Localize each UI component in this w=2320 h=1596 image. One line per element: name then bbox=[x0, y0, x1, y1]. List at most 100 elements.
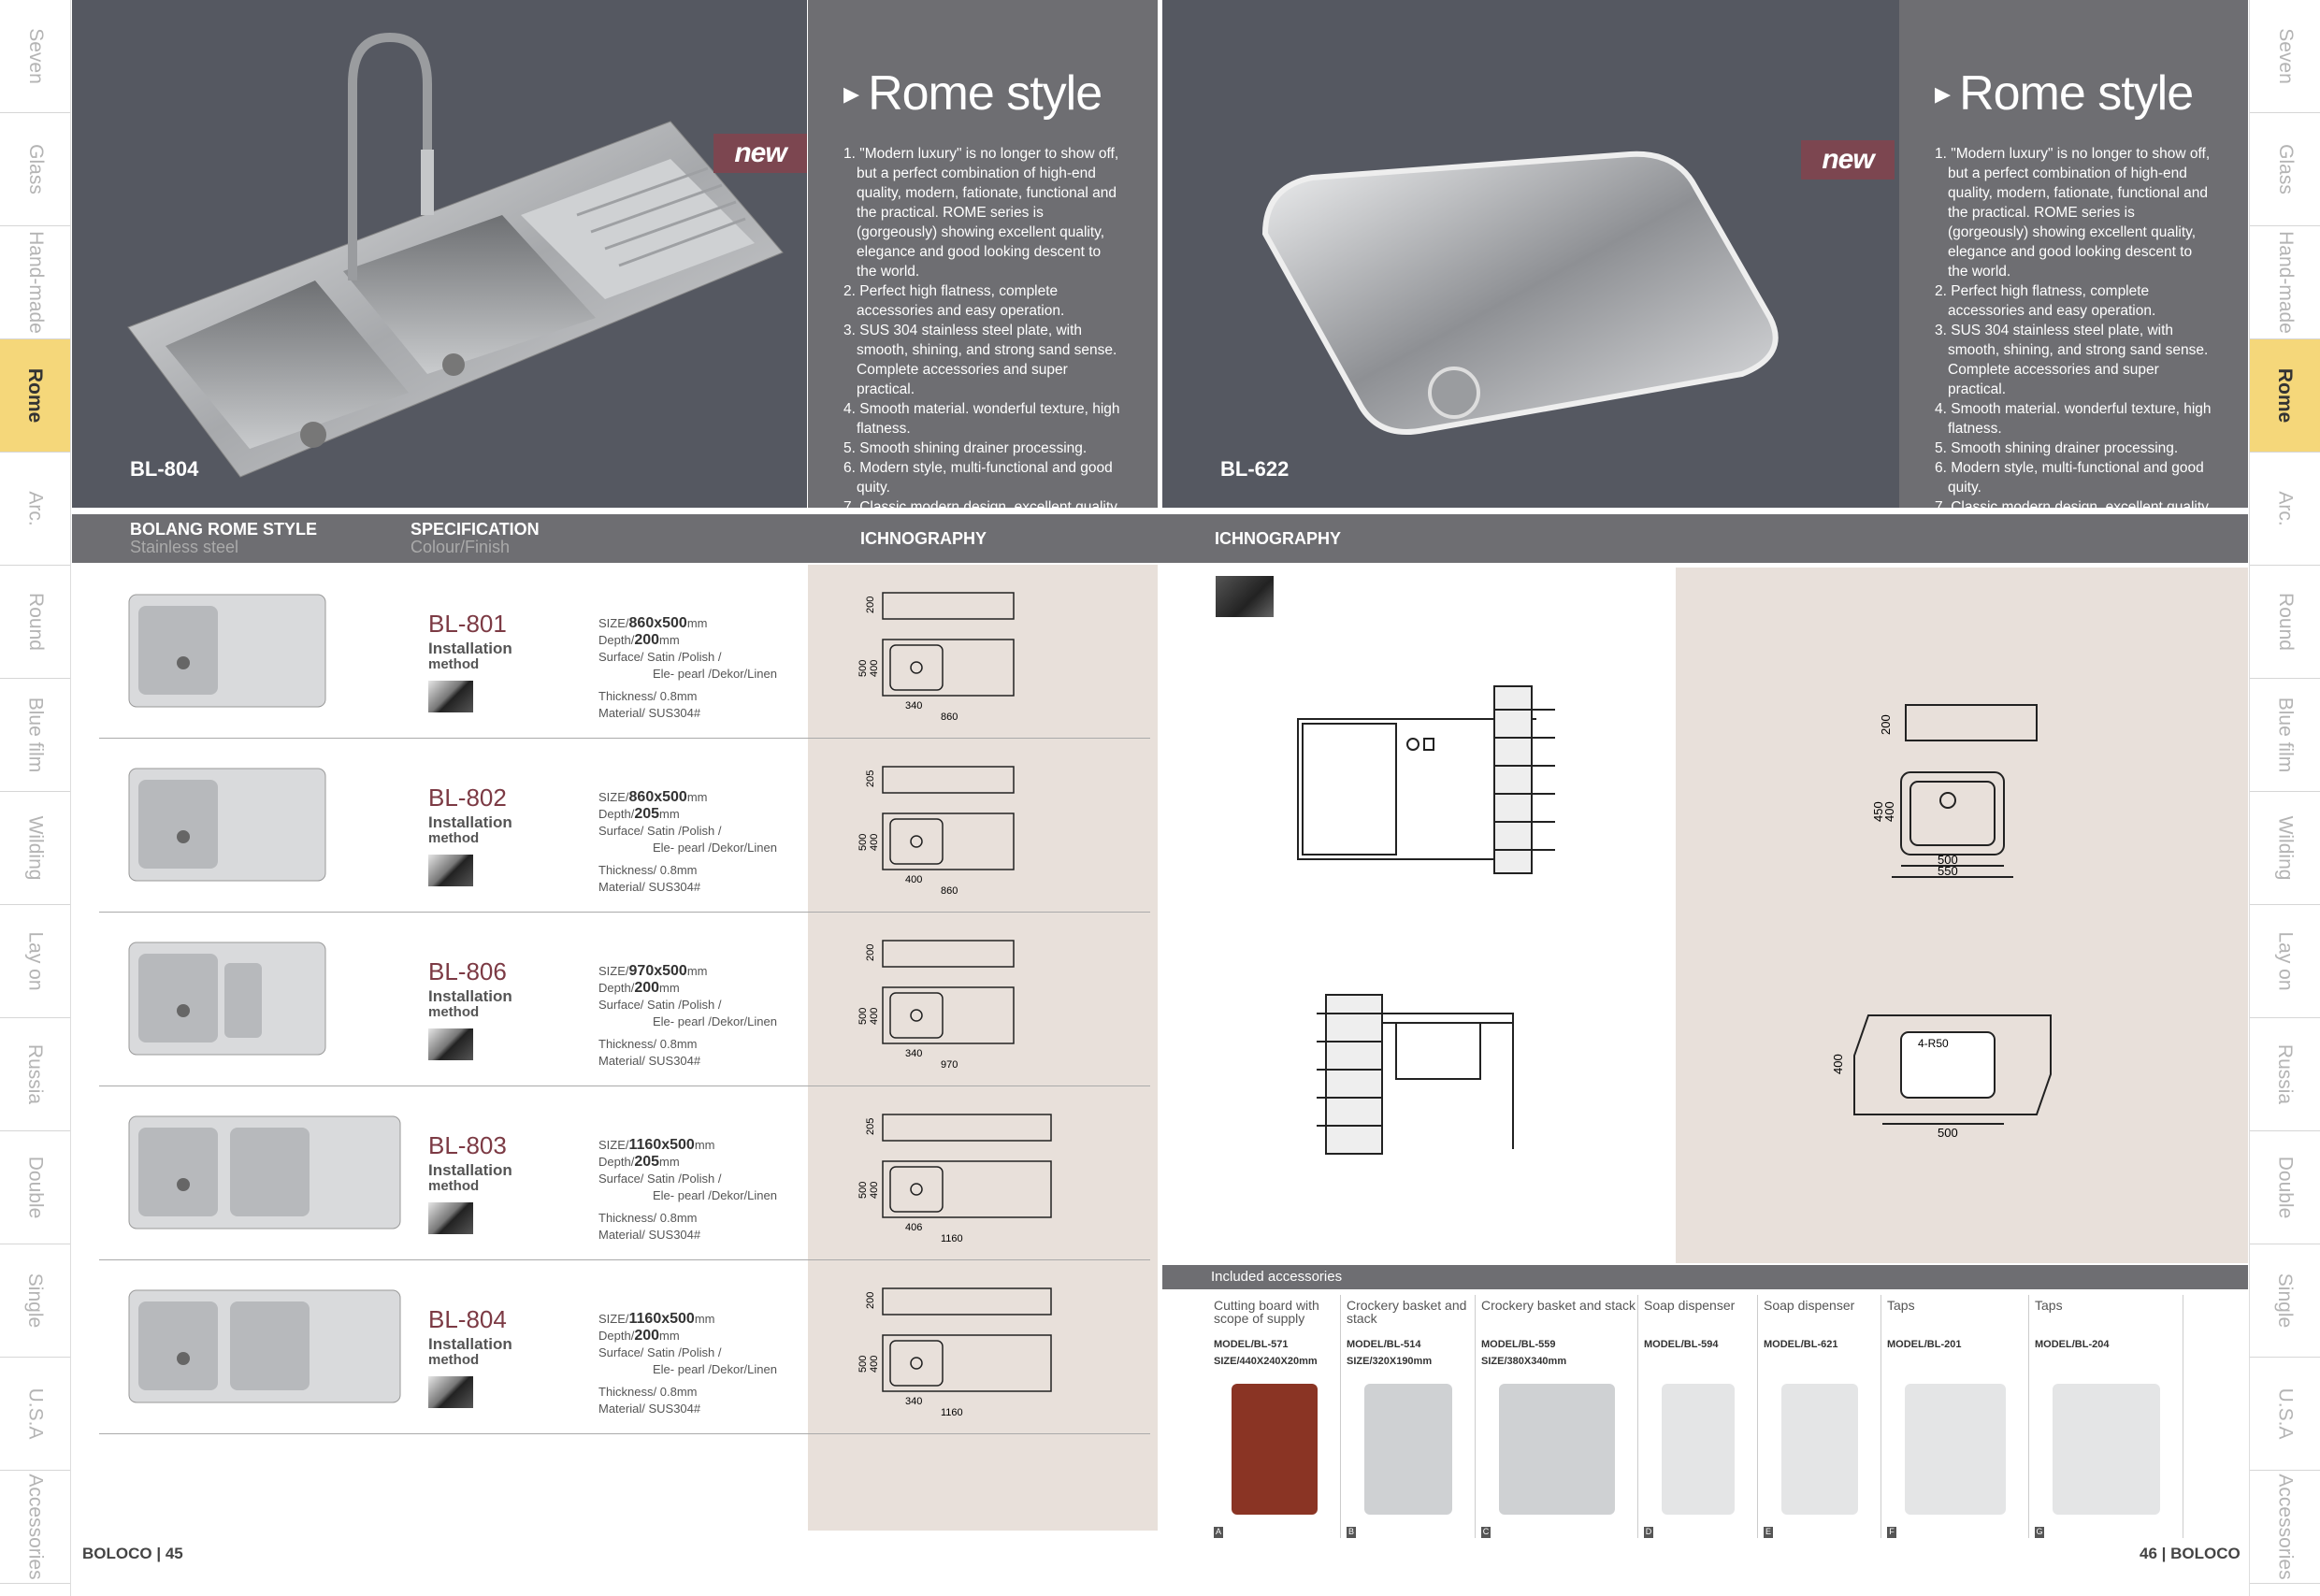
hero-left: BL-804 bbox=[72, 0, 807, 508]
new-badge-right: new bbox=[1801, 140, 1895, 180]
rome-points-left: 1. "Modern luxury" is no longer to show … bbox=[843, 144, 1122, 517]
tab-accessories[interactable]: Accessories bbox=[0, 1471, 70, 1584]
sink-ichnography: 200 500 400 340 970 bbox=[857, 940, 1015, 1071]
tab-usa[interactable]: U.S.A bbox=[0, 1358, 70, 1471]
tab-seven[interactable]: Seven bbox=[2250, 0, 2320, 113]
rome-point: 6. Modern style, multi-functional and go… bbox=[1935, 460, 2204, 496]
product-code: BL-804 bbox=[428, 1305, 507, 1333]
svg-text:340: 340 bbox=[905, 700, 922, 712]
tab-single[interactable]: Single bbox=[2250, 1244, 2320, 1358]
product-spec: SIZE/1160x500mm Depth/200mm Surface/ Sat… bbox=[598, 1311, 777, 1416]
tab-accessories[interactable]: Accessories bbox=[2250, 1471, 2320, 1584]
sink-ichnography: 200 500 400 340 860 bbox=[857, 592, 1015, 723]
accessory-image bbox=[1905, 1384, 2006, 1515]
arrow-icon: ▸ bbox=[1935, 76, 1951, 111]
svg-text:500: 500 bbox=[857, 1356, 869, 1373]
rome-description-left: ▸Rome style 1. "Modern luxury" is no lon… bbox=[808, 0, 1158, 515]
dim-d2: 400 bbox=[1882, 801, 1896, 822]
product-spec: SIZE/1160x500mm Depth/205mm Surface/ Sat… bbox=[598, 1137, 777, 1242]
accessory-image bbox=[1232, 1384, 1318, 1515]
svg-text:1160: 1160 bbox=[941, 1233, 963, 1244]
accessory-model: MODEL/BL-201 bbox=[1887, 1339, 1962, 1350]
accessory-image bbox=[2053, 1384, 2160, 1515]
ichnography-column bbox=[808, 565, 1158, 1531]
accessory-title: Crockery basket and stack bbox=[1347, 1298, 1467, 1326]
tab-round[interactable]: Round bbox=[0, 566, 70, 679]
rome-points-right: 1. "Modern luxury" is no longer to show … bbox=[1935, 144, 2212, 517]
svg-text:400: 400 bbox=[869, 1356, 880, 1373]
tab-arc[interactable]: Arc. bbox=[2250, 453, 2320, 566]
svg-text:500: 500 bbox=[857, 660, 869, 677]
accessory-image bbox=[1781, 1384, 1858, 1515]
tab-bluefilm[interactable]: Blue film bbox=[0, 679, 70, 792]
dim-w2: 550 bbox=[1938, 864, 1958, 878]
accessory-letter: C bbox=[1481, 1527, 1491, 1538]
sink-thumbnail bbox=[128, 942, 326, 1056]
svg-text:400: 400 bbox=[905, 874, 922, 885]
header-style: BOLANG ROME STYLE bbox=[130, 520, 318, 539]
tab-seven[interactable]: Seven bbox=[0, 0, 70, 113]
tab-layon[interactable]: Lay on bbox=[2250, 905, 2320, 1018]
accessory-model: MODEL/BL-594 bbox=[1644, 1339, 1719, 1350]
svg-text:400: 400 bbox=[869, 660, 880, 677]
product-code: BL-803 bbox=[428, 1131, 507, 1159]
header-spec-sub: Colour/Finish bbox=[411, 538, 511, 556]
accessories-header: Included accessories bbox=[1162, 1265, 2248, 1289]
tab-handmade[interactable]: Hand-made bbox=[2250, 226, 2320, 339]
tab-double[interactable]: Double bbox=[2250, 1131, 2320, 1244]
tab-handmade[interactable]: Hand-made bbox=[0, 226, 70, 339]
svg-text:500: 500 bbox=[857, 1008, 869, 1025]
accessory-model: MODEL/BL-621 bbox=[1764, 1339, 1838, 1350]
tab-wilding[interactable]: Wilding bbox=[2250, 792, 2320, 905]
product-code: BL-806 bbox=[428, 957, 507, 985]
tab-russia[interactable]: Russia bbox=[2250, 1018, 2320, 1131]
accessory-image bbox=[1662, 1384, 1735, 1515]
right-ichnography-panel bbox=[1676, 568, 2248, 1263]
accessory-letter: A bbox=[1214, 1527, 1223, 1538]
tab-rome[interactable]: Rome bbox=[0, 339, 70, 453]
sink-thumbnail bbox=[128, 1289, 401, 1403]
footer-left: BOLOCO | 45 bbox=[82, 1545, 183, 1562]
tab-glass[interactable]: Glass bbox=[0, 113, 70, 226]
svg-text:970: 970 bbox=[941, 1059, 958, 1071]
accessory-item: Cutting board with scope of supply MODEL… bbox=[1208, 1295, 1341, 1538]
tab-glass[interactable]: Glass bbox=[2250, 113, 2320, 226]
tab-round[interactable]: Round bbox=[2250, 566, 2320, 679]
sink-thumbnail bbox=[128, 768, 326, 882]
tab-rome[interactable]: Rome bbox=[2250, 339, 2320, 453]
tab-russia[interactable]: Russia bbox=[0, 1018, 70, 1131]
tab-layon[interactable]: Lay on bbox=[0, 905, 70, 1018]
tab-arc[interactable]: Arc. bbox=[0, 453, 70, 566]
svg-text:406: 406 bbox=[905, 1222, 922, 1233]
rome-point: 2. Perfect high flatness, complete acces… bbox=[1935, 283, 2156, 319]
rome-title-left: ▸Rome style bbox=[843, 66, 1102, 121]
finish-swatch bbox=[428, 1376, 473, 1408]
accessory-letter: F bbox=[1887, 1527, 1896, 1538]
tab-single[interactable]: Single bbox=[0, 1244, 70, 1358]
dim-w1: 500 bbox=[1938, 853, 1958, 867]
svg-text:205: 205 bbox=[865, 1118, 876, 1135]
svg-text:200: 200 bbox=[865, 1292, 876, 1309]
header-ichno-right: ICHNOGRAPHY bbox=[1215, 529, 1342, 548]
dim-cut-r: 4-R50 bbox=[1918, 1037, 1949, 1050]
hero-left-model: BL-804 bbox=[130, 457, 199, 481]
tab-double[interactable]: Double bbox=[0, 1131, 70, 1244]
rome-point: 5. Smooth shining drainer processing. bbox=[843, 440, 1088, 456]
arrow-icon: ▸ bbox=[843, 76, 859, 111]
tab-bluefilm[interactable]: Blue film bbox=[2250, 679, 2320, 792]
dim-cut-h: 400 bbox=[1831, 1054, 1845, 1074]
product-spec: SIZE/860x500mm Depth/205mm Surface/ Sati… bbox=[598, 789, 777, 894]
tab-usa[interactable]: U.S.A bbox=[2250, 1358, 2320, 1471]
svg-text:340: 340 bbox=[905, 1048, 922, 1059]
sink-thumbnail bbox=[128, 594, 326, 708]
tab-wilding[interactable]: Wilding bbox=[0, 792, 70, 905]
single-bowl-sink-photo bbox=[1261, 151, 1779, 435]
